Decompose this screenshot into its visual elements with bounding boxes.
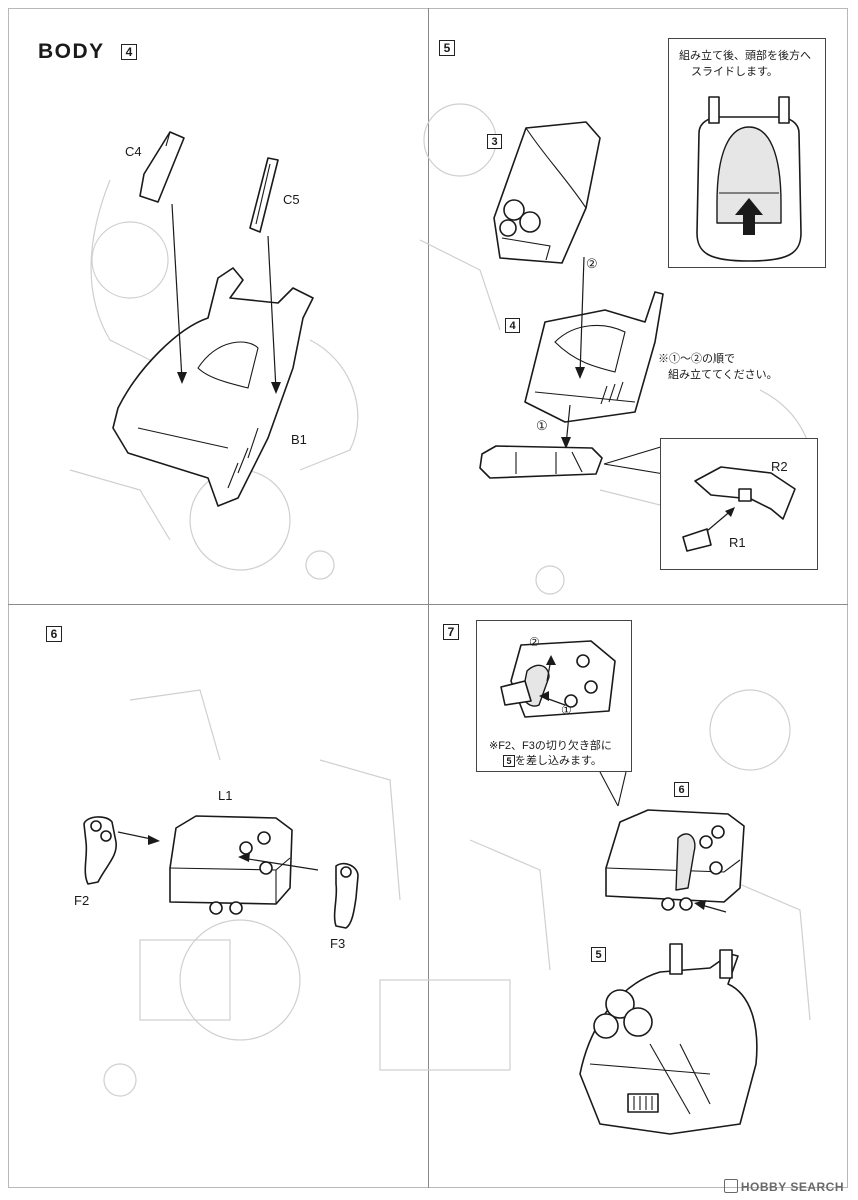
part-l1-drawing bbox=[169, 815, 293, 915]
step-7-order-mark-1: ① bbox=[561, 703, 572, 717]
step-5-detail-callout: R2 R1 bbox=[660, 438, 818, 570]
step-7-note-suffix: を差し込みます。 bbox=[515, 755, 602, 767]
arrow-icon bbox=[171, 203, 281, 394]
assembled-step6-drawing bbox=[605, 809, 745, 911]
step-6-number: 6 bbox=[46, 626, 62, 642]
step-5-callout: 組み立て後、頭部を後方へ スライドします。 bbox=[668, 38, 826, 268]
arrow-icon bbox=[561, 256, 585, 449]
vertical-divider bbox=[428, 8, 429, 1188]
part-label-l1: L1 bbox=[218, 788, 233, 803]
step-5-note-top-line2: スライドします。 bbox=[691, 66, 778, 78]
part-label-c5: C5 bbox=[283, 192, 300, 207]
part-label-r2: R2 bbox=[771, 459, 788, 474]
step-7-order-mark-2: ② bbox=[529, 635, 540, 649]
step-5-number: 5 bbox=[439, 40, 455, 56]
head-slide-drawing bbox=[696, 96, 802, 262]
step-4-background-faded bbox=[69, 179, 359, 580]
step-6-background-faded bbox=[103, 689, 401, 1097]
arrow-icon bbox=[694, 900, 727, 913]
assembled-step5-drawing bbox=[579, 943, 758, 1135]
step-7-ref-6: 6 bbox=[674, 782, 689, 797]
step-7-ref-5: 5 bbox=[591, 947, 606, 962]
part-label-f3: F3 bbox=[330, 936, 346, 951]
lower-part-drawing bbox=[479, 445, 603, 479]
part-label-f2: F2 bbox=[74, 893, 90, 908]
step-5-ref-4: 4 bbox=[505, 318, 520, 333]
step-5-note-order-line2: 組み立ててください。 bbox=[668, 369, 778, 381]
r-parts-drawing bbox=[682, 466, 796, 552]
step-7-number: 7 bbox=[443, 624, 459, 640]
watermark-text: HOBBY SEARCH bbox=[740, 1180, 844, 1194]
part-label-c4: C4 bbox=[125, 144, 142, 159]
step-7-note-line1: ※F2、F3の切り欠き部に bbox=[489, 740, 612, 752]
notch-detail-drawing bbox=[500, 640, 616, 718]
part-f3-drawing bbox=[333, 862, 359, 929]
step-5-order-mark-1: ① bbox=[536, 418, 548, 433]
arrow-icon bbox=[238, 852, 319, 871]
callout-leader-line bbox=[599, 771, 627, 807]
callout-leader-line bbox=[603, 445, 665, 475]
watermark: HOBBY SEARCH bbox=[723, 1179, 844, 1194]
arrow-icon bbox=[117, 831, 160, 845]
step-7-note-ref: 5 bbox=[503, 755, 515, 768]
step-5-ref-3: 3 bbox=[487, 134, 502, 149]
step-7-background-faded bbox=[379, 689, 811, 1071]
head-part-drawing bbox=[493, 121, 601, 264]
section-title: BODY bbox=[38, 40, 105, 63]
horizontal-divider bbox=[8, 604, 848, 605]
part-b1-drawing bbox=[112, 267, 314, 507]
part-c5-drawing bbox=[249, 157, 279, 233]
step-5-note-top-line1: 組み立て後、頭部を後方へ bbox=[679, 50, 811, 62]
hobby-search-logo-icon bbox=[723, 1179, 738, 1193]
part-label-r1: R1 bbox=[729, 535, 746, 550]
part-c4-drawing bbox=[139, 131, 185, 203]
part-f2-drawing bbox=[83, 816, 117, 885]
step-5-note-order-line1: ※①～②の順で bbox=[658, 353, 735, 365]
step-4-number: 4 bbox=[121, 44, 137, 60]
body-part-drawing bbox=[524, 291, 664, 423]
part-label-b1: B1 bbox=[291, 432, 307, 447]
step-5-order-mark-2: ② bbox=[586, 256, 598, 271]
